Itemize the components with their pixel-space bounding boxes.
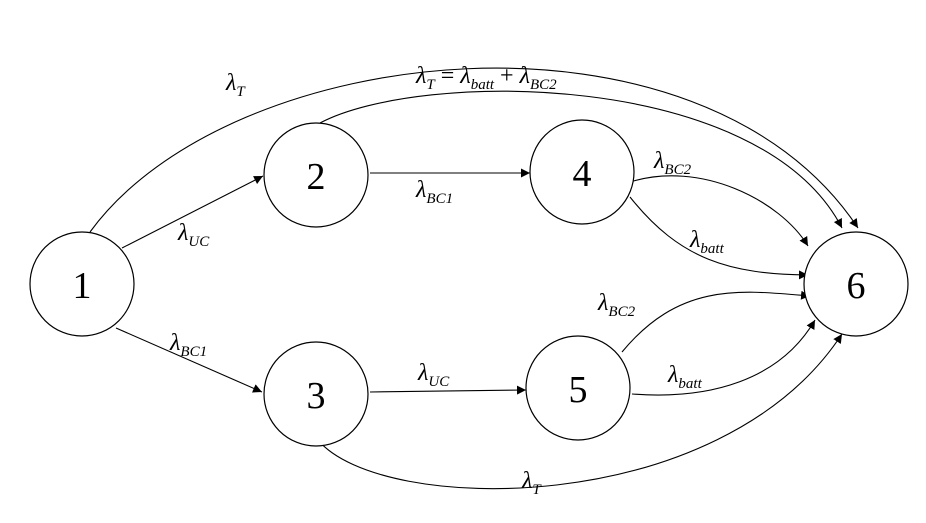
edge-1-to-3: [115, 327, 263, 393]
edge-label-2-to-4: λBC1: [415, 177, 453, 207]
node-label: 3: [307, 375, 326, 417]
edge-label-2-to-6: λT=λbatt+λBC2: [415, 63, 557, 93]
edge-label-1-to-6: λT: [225, 70, 246, 100]
edge-3-to-6: [317, 333, 843, 490]
nodes: 1 2 3 4 5 6: [29, 119, 909, 447]
edge-labels: λT λT=λbatt+λBC2 λUC λBC1 λBC2 λbatt λBC…: [169, 63, 725, 498]
edge-label-5-to-6-batt: λbatt: [667, 362, 703, 392]
node-6: 6: [803, 231, 909, 337]
edge-label-4-to-6-bc2: λBC2: [653, 148, 692, 178]
edge-label-5-to-6-bc2: λBC2: [597, 290, 636, 320]
node-2: 2: [263, 122, 369, 228]
edge-label-3-to-5: λUC: [417, 360, 450, 390]
edge-label-4-to-6-batt: λbatt: [689, 227, 725, 257]
edge-5-to-6-batt: [631, 319, 816, 396]
edge-1-to-6: [89, 67, 859, 233]
node-label: 5: [569, 369, 588, 411]
node-label: 6: [847, 265, 866, 307]
edge-3-to-5: [369, 385, 527, 395]
node-4: 4: [529, 119, 635, 225]
node-label: 1: [73, 265, 92, 307]
node-1: 1: [29, 231, 135, 337]
edge-label-1-to-3: λBC1: [169, 330, 207, 360]
edge-label-3-to-6: λT: [521, 468, 542, 498]
node-3: 3: [263, 341, 369, 447]
node-label: 2: [307, 156, 326, 198]
edge-2-to-6: [319, 90, 843, 229]
edge-1-to-2: [121, 175, 264, 249]
edge-4-to-6-bc2: [629, 175, 809, 247]
node-label: 4: [573, 153, 592, 195]
edge-5-to-6-bc2: [621, 290, 811, 353]
node-5: 5: [525, 335, 631, 441]
edge-label-1-to-2: λUC: [177, 220, 210, 250]
edge-4-to-6-batt: [629, 196, 809, 280]
edges: [89, 67, 859, 490]
